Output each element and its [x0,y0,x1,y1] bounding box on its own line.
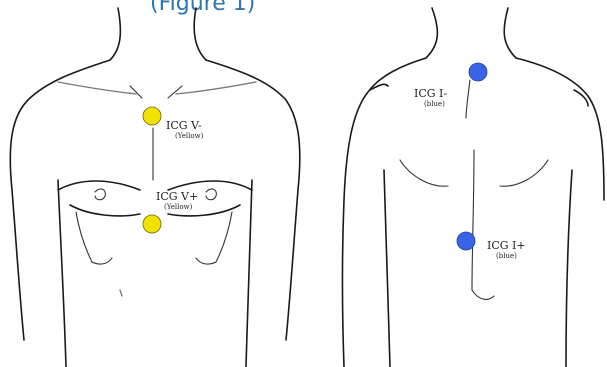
electrode-v-minus-dot [143,107,161,125]
electrode-v-minus-color: (Yellow) [175,132,204,140]
electrode-i-plus-label: ICG I+ [487,239,526,252]
electrode-v-plus: ICG V+ (Yellow) [143,190,198,233]
electrode-i-minus-dot [469,63,487,81]
back-torso-figure [343,8,605,367]
electrode-v-plus-dot [143,215,161,233]
electrode-i-plus: ICG I+ (blue) [457,232,526,260]
electrode-i-plus-dot [457,232,475,250]
electrode-v-minus: ICG V- (Yellow) [143,107,204,140]
electrode-i-minus-color: (blue) [424,100,445,108]
electrode-i-minus: ICG I- (blue) [414,63,487,108]
front-torso-figure [10,8,300,367]
electrode-i-minus-label: ICG I- [414,87,447,100]
electrode-v-plus-color: (Yellow) [164,203,193,211]
electrode-i-plus-color: (blue) [496,252,517,260]
electrode-v-minus-label: ICG V- [166,119,202,132]
heading-fragment: (Figure 1) [150,0,255,16]
electrode-v-plus-label: ICG V+ [156,190,198,203]
